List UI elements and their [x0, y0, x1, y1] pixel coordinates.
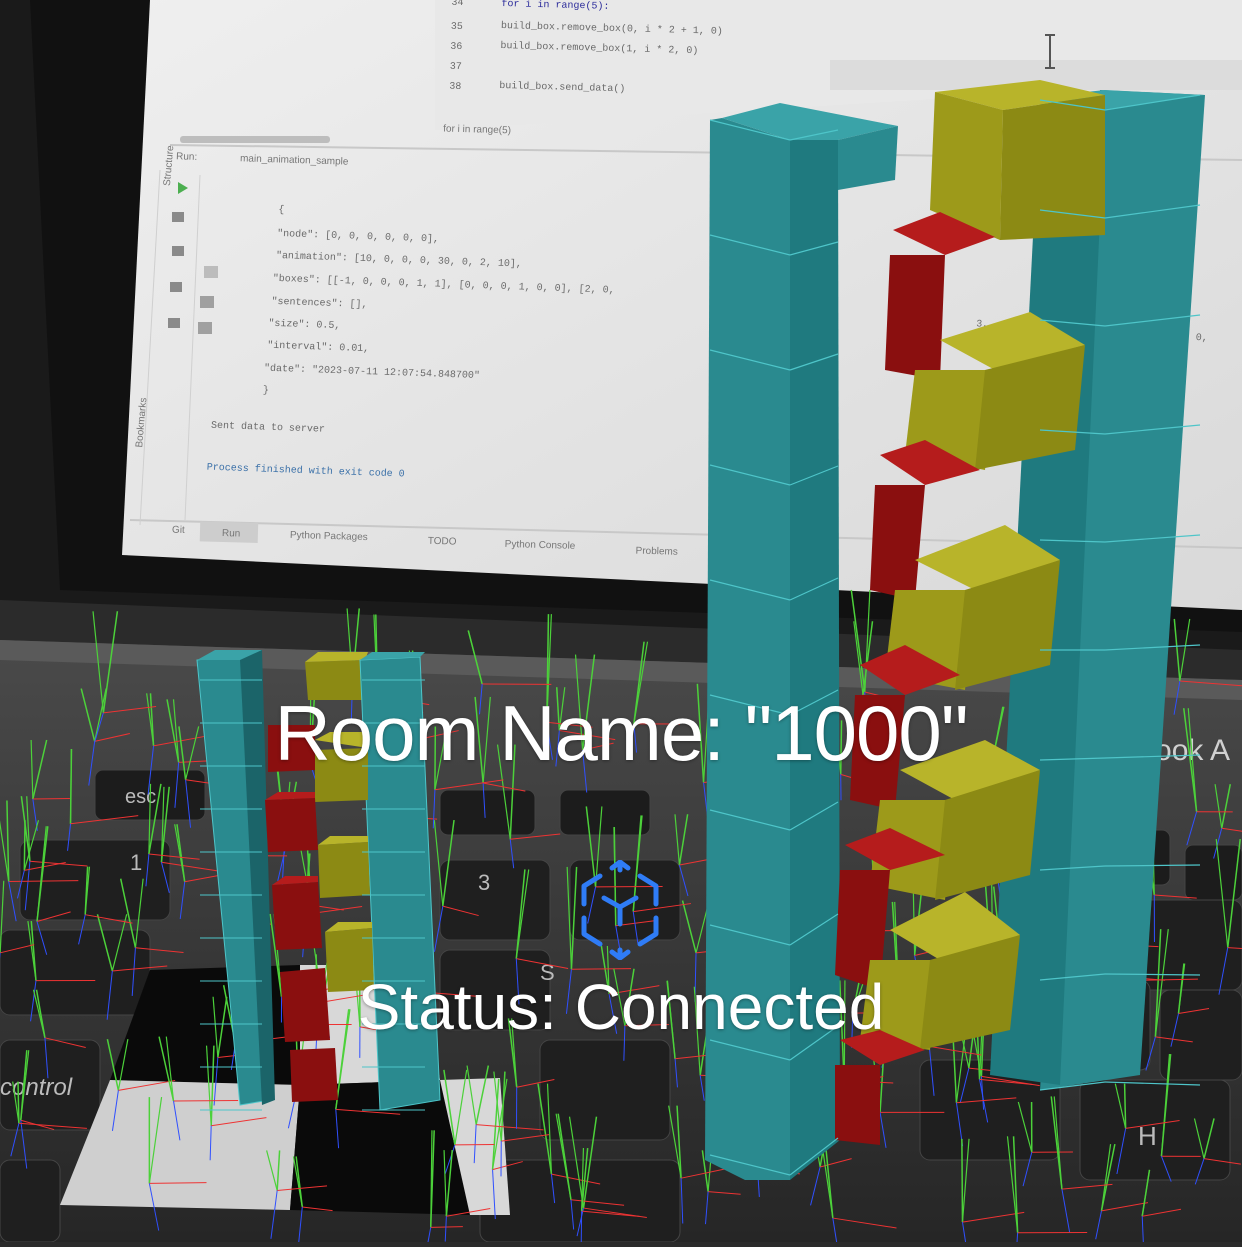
line-number: 37 [450, 62, 462, 73]
console-line: { [278, 204, 285, 216]
line-number: 35 [451, 22, 463, 33]
line-number: 38 [449, 82, 461, 93]
room-name-label: Room Name: "1000" [0, 688, 1242, 779]
run-label: Run: [176, 151, 197, 163]
key-label: 1 [130, 850, 142, 875]
key-label: control [0, 1074, 73, 1101]
tool-tab[interactable]: TODO [428, 536, 457, 548]
key-label: 3 [478, 870, 490, 895]
tool-tab[interactable]: Run [222, 528, 241, 540]
console-line: "size": 0.5, [268, 318, 341, 332]
line-number: 36 [450, 42, 462, 53]
console-line: } [263, 385, 270, 397]
tool-tab[interactable]: Python Packages [290, 530, 368, 543]
tool-tab[interactable]: Git [172, 525, 185, 536]
key-label: esc [125, 786, 156, 808]
line-number: 34 [451, 0, 463, 9]
tool-tab[interactable]: Python Console [505, 539, 576, 552]
breadcrumb: for i in range(5) [443, 124, 511, 137]
ar-cube-placement-icon [574, 860, 666, 960]
tool-tab[interactable]: Problems [635, 546, 678, 558]
connection-status-label: Status: Connected [0, 970, 1242, 1044]
